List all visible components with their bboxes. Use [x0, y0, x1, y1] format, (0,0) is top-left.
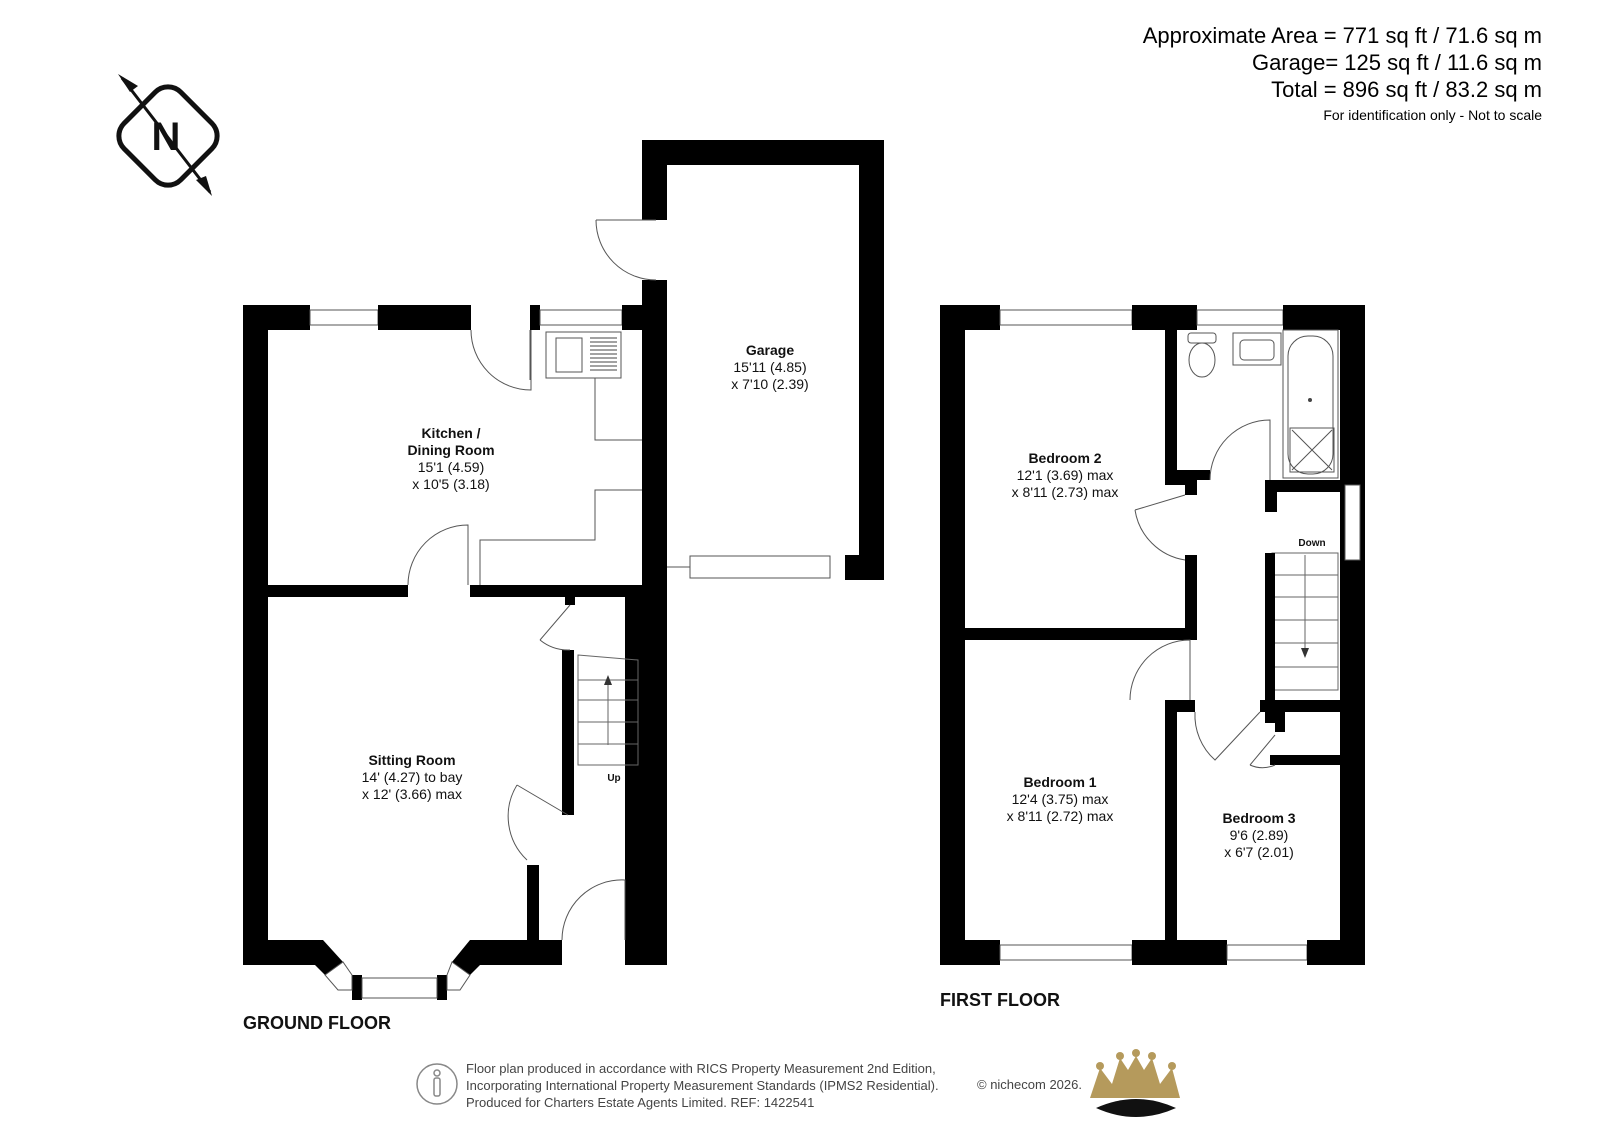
bedroom1-name: Bedroom 1 — [1023, 774, 1096, 790]
person-icon — [416, 1063, 458, 1105]
garage-dim1: 15'11 (4.85) — [733, 359, 806, 375]
bedroom3-dim1: 9'6 (2.89) — [1230, 827, 1289, 843]
north-compass-icon: N — [116, 74, 220, 196]
kitchen-name-line2: Dining Room — [407, 442, 494, 458]
footer-text: Floor plan produced in accordance with R… — [466, 1060, 939, 1111]
bedroom2-name: Bedroom 2 — [1028, 450, 1101, 466]
room-label-bedroom1: Bedroom 1 12'4 (3.75) max x 8'11 (2.72) … — [1007, 774, 1114, 824]
kitchen-name-line1: Kitchen / — [421, 425, 480, 441]
room-label-bedroom3: Bedroom 3 9'6 (2.89) x 6'7 (2.01) — [1222, 810, 1295, 860]
compass-letter: N — [152, 115, 181, 159]
room-label-kitchen: Kitchen / Dining Room 15'1 (4.59) x 10'5… — [407, 425, 494, 492]
scale-note: For identification only - Not to scale — [1323, 107, 1542, 123]
room-label-bedroom2: Bedroom 2 12'1 (3.69) max x 8'11 (2.73) … — [1012, 450, 1119, 500]
room-label-sitting: Sitting Room 14' (4.27) to bay x 12' (3.… — [362, 752, 463, 802]
approximate-area: Approximate Area = 771 sq ft / 71.6 sq m — [1142, 23, 1542, 48]
first-floor-plan — [940, 305, 1365, 965]
kitchen-dim1: 15'1 (4.59) — [418, 459, 485, 475]
footer-line2: Incorporating International Property Mea… — [466, 1078, 939, 1093]
sitting-dim2: x 12' (3.66) max — [362, 786, 462, 802]
sitting-dim1: 14' (4.27) to bay — [362, 769, 463, 785]
stairs-down-label: Down — [1298, 538, 1325, 549]
room-label-garage: Garage 15'11 (4.85) x 7'10 (2.39) — [731, 342, 808, 392]
garage-name: Garage — [746, 342, 794, 358]
area-summary: Approximate Area = 771 sq ft / 71.6 sq m… — [1143, 22, 1542, 127]
crown-logo — [1090, 1049, 1180, 1117]
total-area: Total = 896 sq ft / 83.2 sq m — [1271, 77, 1542, 102]
first-floor-title: FIRST FLOOR — [940, 990, 1060, 1010]
bedroom1-dim2: x 8'11 (2.72) max — [1007, 808, 1114, 824]
bedroom1-dim1: 12'4 (3.75) max — [1012, 791, 1109, 807]
bedroom2-dim2: x 8'11 (2.73) max — [1012, 484, 1119, 500]
sitting-name: Sitting Room — [368, 752, 455, 768]
ground-floor-title: GROUND FLOOR — [243, 1013, 391, 1033]
bedroom2-dim1: 12'1 (3.69) max — [1017, 467, 1114, 483]
garage-area: Garage= 125 sq ft / 11.6 sq m — [1251, 50, 1542, 75]
footer-line1: Floor plan produced in accordance with R… — [466, 1061, 936, 1076]
footer-line3: Produced for Charters Estate Agents Limi… — [466, 1095, 815, 1110]
ground-floor-plan — [243, 140, 884, 1000]
garage-dim2: x 7'10 (2.39) — [731, 376, 808, 392]
bedroom3-name: Bedroom 3 — [1222, 810, 1295, 826]
bedroom3-dim2: x 6'7 (2.01) — [1224, 844, 1294, 860]
stairs-up-label: Up — [607, 773, 620, 784]
kitchen-dim2: x 10'5 (3.18) — [412, 476, 489, 492]
copyright: © nichecom 2026. — [977, 1077, 1082, 1092]
